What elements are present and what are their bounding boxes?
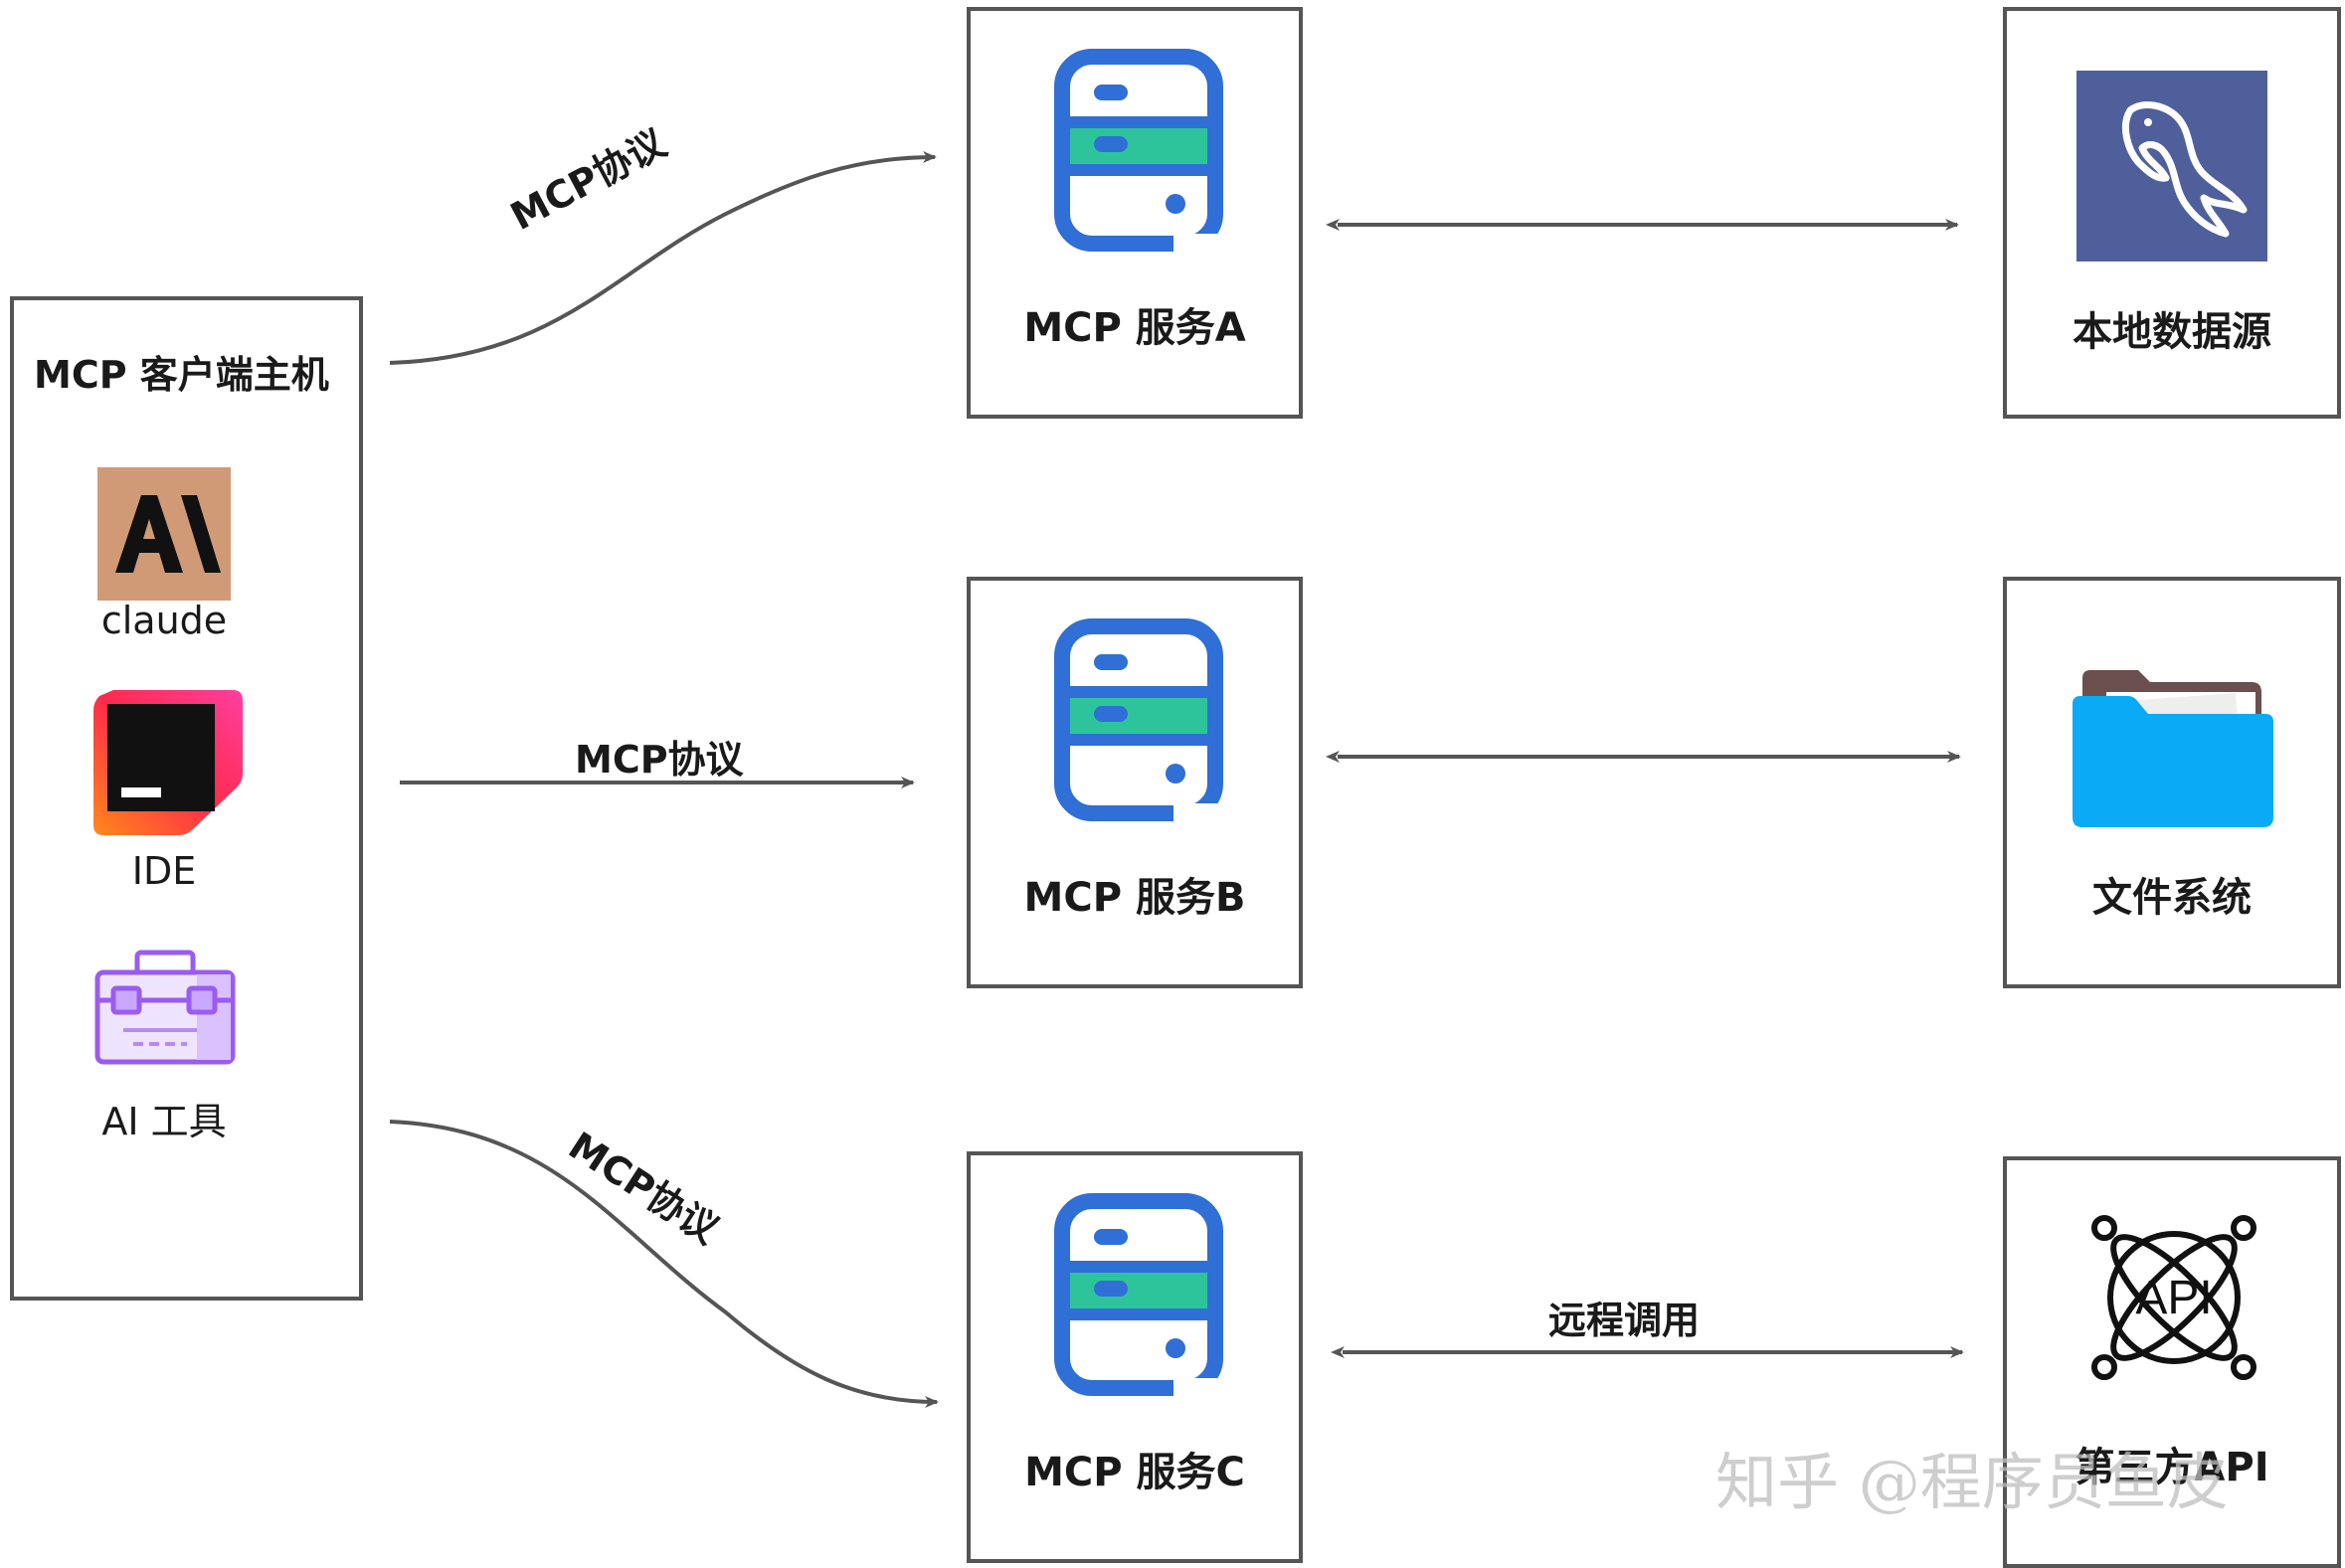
server-b-box: MCP 服务B — [967, 577, 1303, 988]
ide-label: IDE — [131, 849, 197, 893]
arrow-client-to-server-c — [389, 1120, 939, 1408]
third-party-api-label: 第三方API — [2074, 1445, 2269, 1490]
server-a-box: MCP 服务A — [967, 7, 1303, 419]
local-datasource-box: 本地数据源 — [2003, 7, 2341, 419]
api-icon: API — [2091, 1215, 2256, 1380]
server-icon — [1054, 49, 1223, 254]
toolbox-icon — [93, 949, 237, 1068]
server-icon — [1054, 618, 1223, 823]
folder-icon — [2073, 670, 2273, 827]
server-b-label: MCP 服务B — [1023, 875, 1246, 921]
claude-label: claude — [100, 599, 228, 642]
mysql-dolphin-icon — [2076, 71, 2267, 261]
server-c-label: MCP 服务C — [1024, 1450, 1245, 1495]
arrow-client-to-server-a — [389, 151, 937, 365]
server-icon — [1054, 1193, 1223, 1398]
svg-text:API: API — [2135, 1272, 2212, 1324]
protocol-label-b: MCP协议 — [575, 738, 744, 782]
filesystem-box: 文件系统 — [2003, 577, 2341, 988]
server-a-label: MCP 服务A — [1023, 305, 1246, 351]
local-datasource-label: 本地数据源 — [2073, 309, 2271, 355]
ai-tools-label: AI 工具 — [101, 1100, 227, 1143]
remote-call-label: 远程调用 — [1548, 1299, 1701, 1342]
third-party-api-box: API 第三方API — [2003, 1156, 2341, 1568]
jetbrains-ide-icon — [93, 690, 243, 837]
watermark: 知乎 @程序员鱼皮 — [1715, 1446, 2229, 1518]
client-host-box: MCP 客户端主机 claude IDE — [10, 296, 363, 1301]
claude-icon — [97, 467, 231, 601]
client-host-title: MCP 客户端主机 — [34, 353, 329, 397]
server-c-box: MCP 服务C — [967, 1151, 1303, 1563]
filesystem-label: 文件系统 — [2092, 875, 2252, 921]
